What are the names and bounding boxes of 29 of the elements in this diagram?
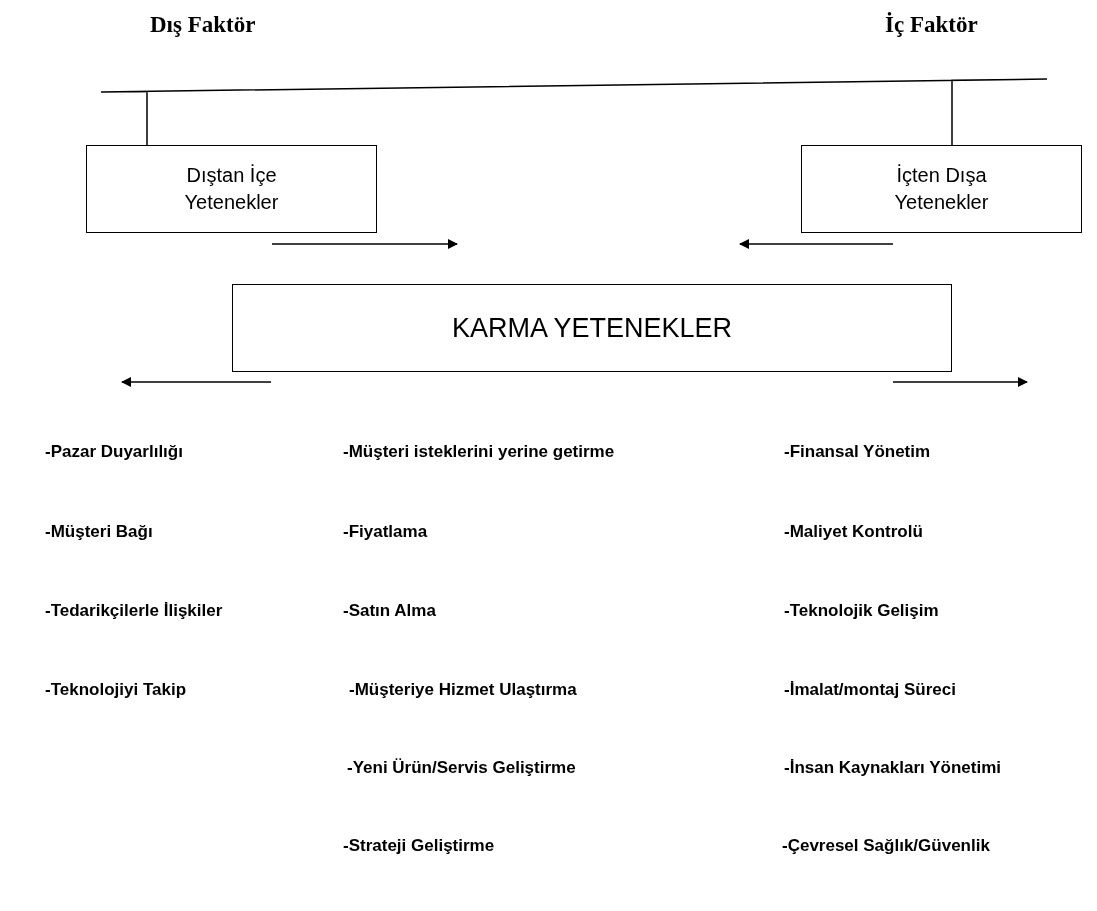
- process-box: [801, 145, 1082, 233]
- list-item: -Teknolojik Gelişim: [784, 601, 939, 621]
- arrow: [892, 377, 1028, 387]
- list-item: -Çevresel Sağlık/Güvenlik: [782, 836, 990, 856]
- box-label: İçten Dışa Yetenekler: [893, 163, 990, 215]
- list-item: -Müşteri Bağı: [45, 522, 153, 542]
- process-box: [232, 284, 952, 372]
- heading: İç Faktör: [885, 12, 978, 38]
- list-item: -Maliyet Kontrolü: [784, 522, 923, 542]
- box-label: KARMA YETENEKLER: [451, 311, 733, 345]
- box-label: Dıştan İçe Yetenekler: [183, 163, 280, 215]
- list-item: -Müşteri isteklerini yerine getirme: [343, 442, 615, 462]
- list-item: -İmalat/montaj Süreci: [784, 680, 956, 700]
- connector-line: [100, 78, 1048, 146]
- list-item: -Tedarikçilerle İlişkiler: [45, 601, 223, 621]
- list-item: -Teknolojiyi Takip: [45, 680, 187, 700]
- arrow: [271, 239, 458, 249]
- list-item: -Strateji Geliştirme: [343, 836, 495, 856]
- list-item: -Yeni Ürün/Servis Geliştirme: [347, 758, 576, 778]
- list-item: -Fiyatlama: [343, 522, 428, 542]
- process-box: [86, 145, 377, 233]
- heading: Dış Faktör: [150, 12, 256, 38]
- list-item: -Finansal Yönetim: [784, 442, 931, 462]
- list-item: -Pazar Duyarlılığı: [45, 442, 183, 462]
- arrow: [121, 377, 272, 387]
- arrow: [739, 239, 894, 249]
- list-item: -İnsan Kaynakları Yönetimi: [784, 758, 1001, 778]
- list-item: -Müşteriye Hizmet Ulaştırma: [349, 680, 577, 700]
- list-item: -Satın Alma: [343, 601, 436, 621]
